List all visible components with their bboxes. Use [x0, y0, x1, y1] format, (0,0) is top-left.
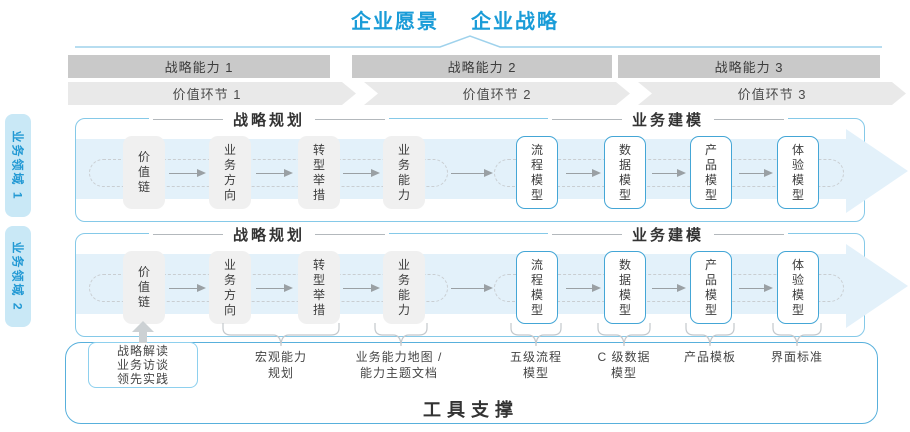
flow-arrowhead-icon — [846, 244, 908, 328]
node-product-model: 产品模型 — [690, 251, 732, 324]
value-link-chevron-2: 价值环节 2 — [364, 82, 630, 105]
flow-arrow-icon — [739, 168, 773, 177]
planning-header-label: 战略规划 — [232, 112, 306, 129]
node-transformation-initiatives: 转型举措 — [298, 251, 340, 324]
capability-bar-3: 战略能力 3 — [618, 55, 880, 78]
brace-icon — [685, 323, 735, 347]
brace-icon — [374, 323, 428, 347]
tool-support-label: 工具支撑 — [423, 400, 519, 420]
brace-icon — [772, 323, 822, 347]
node-business-capability: 业务能力 — [383, 136, 425, 209]
header-rule-icon — [551, 234, 622, 235]
planning-section-header: 战略规划 — [148, 109, 390, 130]
planning-header-label: 战略规划 — [232, 227, 306, 244]
planning-dashed-track — [89, 159, 448, 187]
node-process-model: 流程模型 — [516, 251, 558, 324]
title-strategy: 企业战略 — [471, 11, 559, 33]
annotation-product-template: 产品模板 — [683, 350, 737, 364]
flow-arrow-icon — [566, 283, 601, 292]
node-process-model: 流程模型 — [516, 136, 558, 209]
node-experience-model: 体验模型 — [777, 251, 819, 324]
annotation-capability-map: 业务能力地图 /能力主题文档 — [355, 350, 443, 380]
flow-arrow-icon — [739, 283, 773, 292]
practice-line: 业务访谈 — [116, 358, 169, 372]
brace-icon — [222, 323, 340, 347]
brace-icon — [510, 323, 562, 347]
practice-line: 领先实践 — [116, 372, 169, 386]
modeling-section-header: 业务建模 — [547, 224, 789, 245]
node-business-direction: 业务方向 — [209, 136, 251, 209]
planning-section-header: 战略规划 — [148, 224, 390, 245]
node-transformation-initiatives: 转型举措 — [298, 136, 340, 209]
node-data-model: 数据模型 — [604, 251, 646, 324]
annotation-process-model: 五级流程模型 — [509, 350, 563, 380]
domain-lane-2: 战略规划 业务建模 价值链 业务方向 转型举措 业务能力 流程模型 数据模型 产… — [75, 224, 908, 337]
up-arrow-icon — [132, 321, 154, 343]
flow-arrow-icon — [451, 168, 493, 177]
value-link-chevron-3: 价值环节 3 — [638, 82, 906, 105]
title-vision: 企业愿景 — [351, 11, 439, 33]
modeling-dashed-track — [494, 274, 844, 302]
domain-tab-1-label: 业务领域 1 — [10, 130, 25, 201]
flow-arrow-icon — [343, 168, 380, 177]
annotation-macro-capability: 宏观能力规划 — [254, 350, 308, 380]
flow-arrow-icon — [256, 168, 293, 177]
header-rule-icon — [714, 234, 785, 235]
flow-arrow-icon — [566, 168, 601, 177]
domain-tab-2-label: 业务领域 2 — [10, 241, 25, 312]
flow-arrow-icon — [169, 283, 206, 292]
flow-arrowhead-icon — [846, 129, 908, 213]
modeling-section-header: 业务建模 — [547, 109, 789, 130]
value-link-chevron-1: 价值环节 1 — [68, 82, 356, 105]
practice-line: 战略解读 — [116, 344, 169, 358]
flow-arrow-icon — [169, 168, 206, 177]
page-title: 企业愿景 企业战略 — [0, 5, 910, 34]
capability-bar-2: 战略能力 2 — [352, 55, 612, 78]
flow-arrow-icon — [652, 283, 686, 292]
practice-input-box: 战略解读 业务访谈 领先实践 — [88, 342, 198, 388]
domain-tab-1: 业务领域 1 — [5, 114, 31, 217]
tool-support-container — [65, 342, 878, 424]
annotation-data-model: C 级数据模型 — [597, 350, 651, 380]
header-rule-icon — [152, 119, 223, 120]
modeling-header-label: 业务建模 — [631, 227, 705, 244]
node-experience-model: 体验模型 — [777, 136, 819, 209]
domain-tab-2: 业务领域 2 — [5, 226, 31, 327]
header-rule-icon — [714, 119, 785, 120]
node-business-capability: 业务能力 — [383, 251, 425, 324]
domain-lane-1: 战略规划 业务建模 价值链 业务方向 转型举措 业务能力 流程模型 数据模型 产… — [75, 109, 908, 222]
node-business-direction: 业务方向 — [209, 251, 251, 324]
flow-arrow-icon — [451, 283, 493, 292]
modeling-dashed-track — [494, 159, 844, 187]
node-value-chain: 价值链 — [123, 136, 165, 209]
flow-arrow-icon — [652, 168, 686, 177]
flow-arrow-icon — [256, 283, 293, 292]
node-data-model: 数据模型 — [604, 136, 646, 209]
node-value-chain: 价值链 — [123, 251, 165, 324]
capability-bar-1: 战略能力 1 — [68, 55, 330, 78]
header-rule-icon — [152, 234, 223, 235]
flow-arrow-icon — [343, 283, 380, 292]
header-rule-icon — [315, 119, 386, 120]
title-underline-caret-icon — [75, 35, 882, 48]
annotation-ui-standard: 界面标准 — [770, 350, 824, 364]
node-product-model: 产品模型 — [690, 136, 732, 209]
planning-dashed-track — [89, 274, 448, 302]
brace-icon — [597, 323, 651, 347]
header-rule-icon — [315, 234, 386, 235]
modeling-header-label: 业务建模 — [631, 112, 705, 129]
header-rule-icon — [551, 119, 622, 120]
